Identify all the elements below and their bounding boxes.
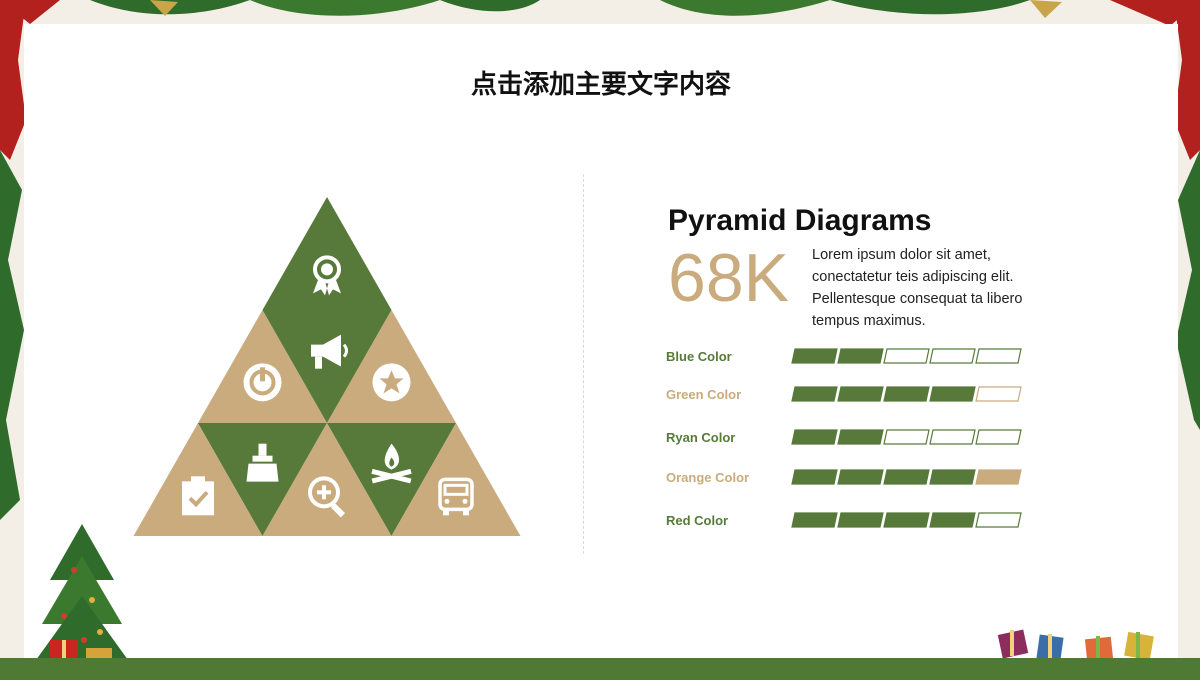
rating-segment	[837, 512, 884, 528]
rating-segment	[837, 348, 884, 364]
award-medal-icon	[313, 255, 341, 296]
rating-segment	[975, 348, 1022, 364]
rating-segment	[975, 386, 1022, 402]
clipboard-check-icon	[182, 476, 214, 516]
left-foliage-decoration	[0, 0, 26, 520]
power-icon	[243, 363, 282, 402]
rating-bar	[791, 429, 1022, 445]
pyramid-tile	[262, 310, 392, 423]
rating-bar	[791, 348, 1022, 364]
pyramid-diagram	[133, 197, 521, 536]
rating-bar	[791, 512, 1022, 528]
brush-icon	[246, 443, 279, 482]
pyramid-tile	[262, 197, 392, 310]
rating-segment	[929, 348, 976, 364]
rating-segment	[837, 386, 884, 402]
page-title: 点击添加主要文字内容	[470, 70, 731, 100]
rating-segment	[975, 429, 1022, 445]
rating-segment	[929, 429, 976, 445]
megaphone-icon	[311, 334, 348, 369]
rating-segment	[929, 512, 976, 528]
rating-bar	[791, 386, 1022, 402]
rating-segment	[791, 386, 838, 402]
section-heading: Pyramid Diagrams	[668, 204, 932, 237]
vertical-divider	[583, 174, 584, 554]
rating-label: Ryan Color	[666, 430, 736, 445]
christmas-tree-decoration	[36, 524, 128, 670]
rating-segment	[791, 512, 838, 528]
pyramid-tile	[327, 423, 456, 536]
rating-segment	[837, 429, 884, 445]
garland-top-decoration	[0, 0, 1200, 26]
description-text: Lorem ipsum dolor sit amet, conectatetur…	[812, 247, 1023, 329]
bottom-band	[0, 658, 1200, 680]
rating-segment	[883, 469, 930, 485]
rating-segment	[929, 469, 976, 485]
rating-label: Blue Color	[666, 349, 732, 364]
rating-segment	[791, 348, 838, 364]
zoom-in-icon	[308, 476, 346, 518]
rating-label: Red Color	[666, 513, 729, 528]
rating-segment	[883, 512, 930, 528]
rating-segment	[883, 348, 930, 364]
star-icon	[372, 363, 411, 402]
rating-label: Green Color	[666, 387, 742, 402]
campfire-icon	[371, 443, 412, 484]
rating-segment	[791, 469, 838, 485]
gift-boxes-decoration	[997, 629, 1154, 662]
rating-segment	[837, 469, 884, 485]
rating-label: Orange Color	[666, 470, 750, 485]
truck-icon	[438, 477, 474, 516]
right-foliage-decoration	[1174, 0, 1200, 430]
rating-segment	[791, 429, 838, 445]
content-card: 点击添加主要文字内容 Pyramid Diagrams 68K Lorem ip…	[24, 24, 1178, 658]
rating-segment	[929, 386, 976, 402]
rating-segment	[975, 469, 1022, 485]
rating-segment	[883, 429, 930, 445]
big-number: 68K	[668, 240, 789, 316]
rating-segment	[883, 386, 930, 402]
rating-segment	[975, 512, 1022, 528]
rating-bar	[791, 469, 1022, 485]
